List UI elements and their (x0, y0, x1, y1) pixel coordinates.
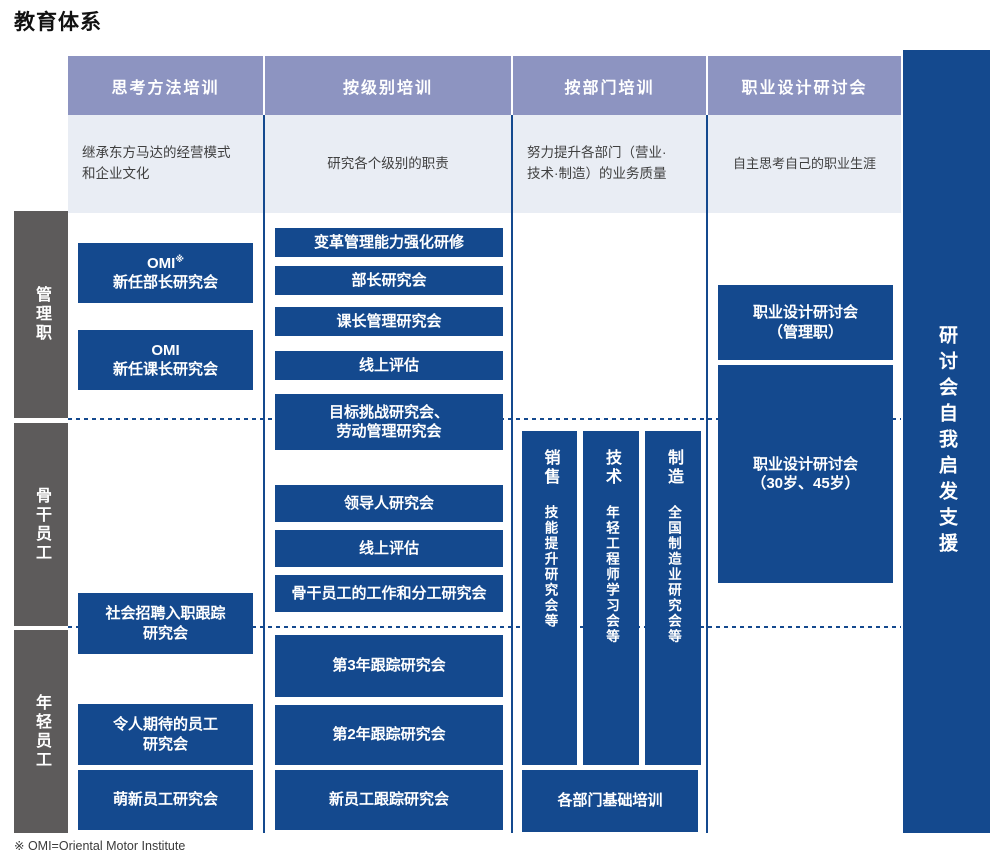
row-label-core-staff-text: 骨干员工 (33, 486, 50, 563)
box-online-assessment-core: 线上评估 (275, 530, 503, 567)
omi-footnote-mark: ※ (175, 253, 185, 264)
omi-abbr-line: OMI※ (146, 253, 185, 272)
header-career-design-seminar: 职业设计研讨会 (708, 56, 901, 115)
column-divider-3 (706, 115, 708, 833)
divider-core-young (68, 626, 901, 628)
dept-sales-name: 销售 (541, 449, 559, 487)
description-thinking-method: 继承东方马达的经营模式 和企业文化 (68, 115, 263, 213)
header-thinking-method-training: 思考方法培训 (68, 56, 263, 115)
box-section-chief-management-seminar: 课长管理研究会 (275, 307, 503, 336)
box-year3-follow-seminar: 第3年跟踪研究会 (275, 635, 503, 697)
box-new-employee-follow-seminar: 新员工跟踪研究会 (275, 770, 503, 830)
omi-footnote: ※ OMI=Oriental Motor Institute (14, 839, 186, 853)
box-goal-challenge-seminar: 目标挑战研究会、 劳动管理研究会 (275, 394, 503, 450)
box-change-management-training: 变革管理能力强化研修 (275, 228, 503, 257)
header-training-by-level: 按级别培训 (265, 56, 511, 115)
row-label-core-staff: 骨干员工 (14, 423, 68, 626)
description-by-department: 努力提升各部门（营业· 技术·制造）的业务质量 (513, 115, 706, 213)
box-director-seminar: 部长研究会 (275, 266, 503, 295)
dept-manufacturing-program: 全国制造业研究会等 (666, 505, 681, 645)
box-leader-seminar: 领导人研究会 (275, 485, 503, 522)
dept-technology-program: 年轻工程师学习会等 (604, 505, 619, 645)
description-career-design: 自主思考自己的职业生涯 (708, 115, 901, 213)
box-year2-follow-seminar: 第2年跟踪研究会 (275, 705, 503, 765)
row-label-management-text: 管理职 (33, 286, 50, 343)
box-fresh-employee-seminar: 萌新员工研究会 (78, 770, 253, 830)
box-omi-new-director-seminar: OMI※ 新任部长研究会 (78, 243, 253, 303)
omi-section-chief-name: 新任课长研究会 (112, 361, 218, 378)
box-department-basic-training: 各部门基础培训 (522, 770, 698, 832)
self-development-support-text: 研讨会自我启发支援 (936, 324, 957, 559)
row-label-management: 管理职 (14, 211, 68, 418)
page-title: 教育体系 (14, 11, 102, 34)
omi-director-name: 新任部长研究会 (112, 274, 218, 291)
dept-manufacturing-name: 制造 (665, 449, 682, 487)
box-mid-career-follow-seminar: 社会招聘入职跟踪 研究会 (78, 593, 253, 654)
dept-box-sales: 销售技能提升研究会等 (522, 431, 577, 765)
dept-box-technology: 技术年轻工程师学习会等 (583, 431, 639, 765)
dept-sales-program: 技能提升研究会等 (542, 505, 558, 629)
box-career-design-30-45: 职业设计研讨会 （30岁、45岁） (718, 365, 893, 583)
column-divider-2 (511, 115, 513, 833)
self-development-support-bar: 研讨会自我启发支援 (903, 50, 990, 833)
box-core-staff-division-seminar: 骨干员工的工作和分工研究会 (275, 575, 503, 612)
dept-technology-name: 技术 (603, 449, 620, 487)
omi-abbr-line2: OMI (151, 341, 180, 359)
box-omi-new-section-chief-seminar: OMI 新任课长研究会 (78, 330, 253, 390)
box-promising-employee-seminar: 令人期待的员工 研究会 (78, 704, 253, 765)
dept-box-manufacturing: 制造全国制造业研究会等 (645, 431, 701, 765)
description-by-level: 研究各个级别的职责 (265, 115, 511, 213)
box-career-design-management: 职业设计研讨会 （管理职） (718, 285, 893, 360)
row-label-young-staff-text: 年轻员工 (33, 693, 50, 770)
column-divider-1 (263, 115, 265, 833)
header-training-by-department: 按部门培训 (513, 56, 706, 115)
row-label-young-staff: 年轻员工 (14, 630, 68, 833)
box-online-assessment-management: 线上评估 (275, 351, 503, 380)
